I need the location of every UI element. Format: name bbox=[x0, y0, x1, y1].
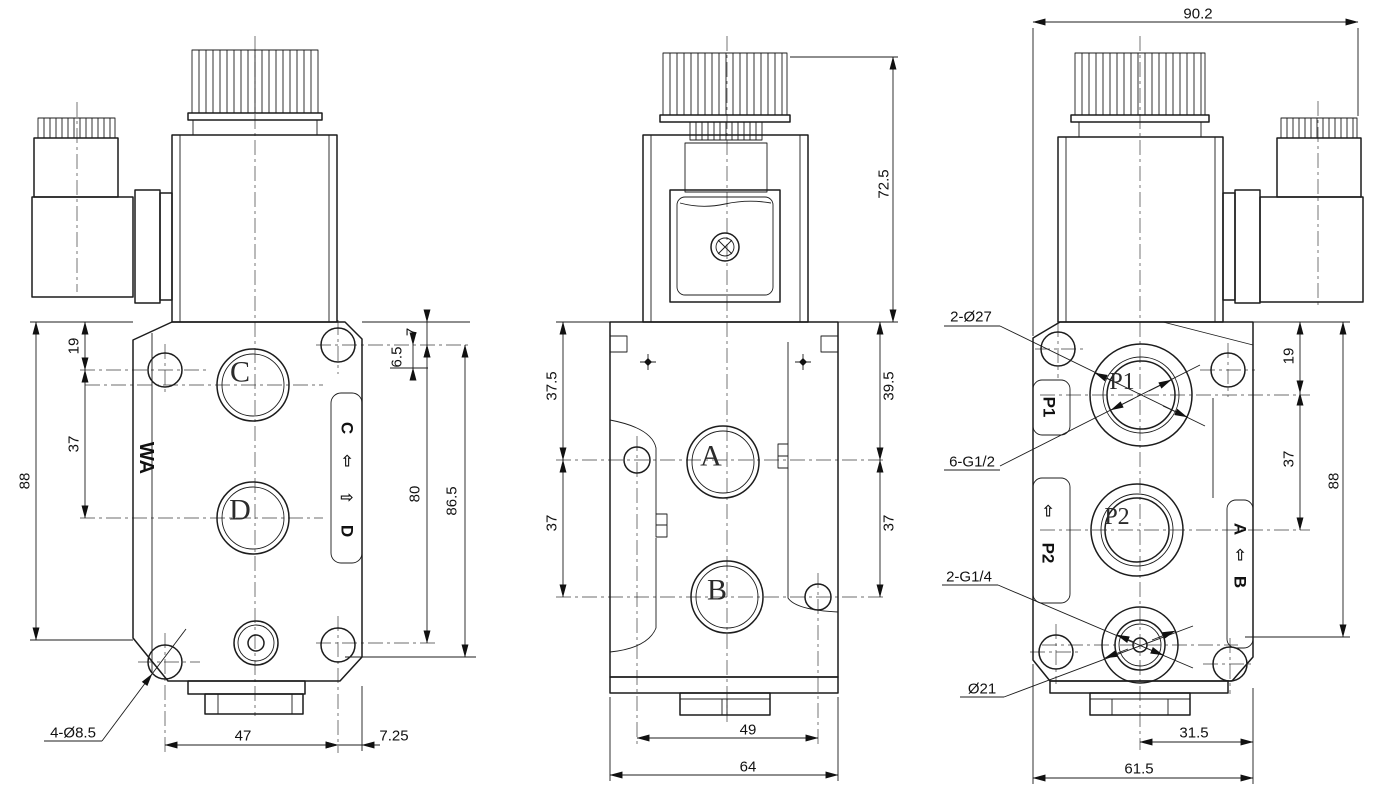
leader-counterbore: 2-Ø27 bbox=[950, 309, 992, 326]
leader-port-threads: 6-G1/2 bbox=[949, 454, 995, 471]
dim-edge-to-hole: 7 bbox=[404, 328, 421, 336]
right-body-outline bbox=[1032, 321, 1254, 682]
dim-port-pitch-left: 37 bbox=[544, 515, 561, 532]
connector-knurl-icon bbox=[37, 117, 116, 139]
side-label-p1: P1 bbox=[1040, 397, 1059, 418]
connector-plate bbox=[1234, 189, 1261, 304]
side-label-b: B bbox=[1231, 576, 1250, 588]
dim-port-pitch-right: 37 bbox=[881, 515, 898, 532]
mount-hole bbox=[147, 644, 183, 680]
up-arrow-icon: ⇧ bbox=[340, 452, 353, 471]
coil-body bbox=[642, 134, 809, 323]
mount-hole bbox=[1038, 634, 1074, 670]
connector-plate bbox=[134, 189, 161, 304]
mount-hole bbox=[804, 583, 832, 611]
slot-p2 bbox=[1032, 477, 1071, 604]
knob-knurl-icon bbox=[662, 52, 788, 116]
slot-letter-d: D bbox=[338, 525, 357, 537]
right-arrow-icon: ⇨ bbox=[340, 488, 353, 507]
dim-top-to-hole: 19 bbox=[66, 338, 83, 355]
left-flow-slot bbox=[330, 392, 363, 564]
connector-top-box bbox=[1276, 137, 1362, 198]
port-label-a: A bbox=[700, 440, 722, 473]
connector-box bbox=[31, 196, 134, 298]
lock-ring-knurl-icon bbox=[689, 121, 763, 141]
mount-hole bbox=[1212, 646, 1248, 682]
dim-hole-step: 6.5 bbox=[389, 347, 406, 368]
dim-body-width: 64 bbox=[740, 759, 757, 776]
hex-nut bbox=[204, 693, 304, 715]
dim-body-width: 61.5 bbox=[1124, 761, 1153, 778]
slot-letter-c: C bbox=[338, 422, 357, 434]
up-arrow-icon: ⇧ bbox=[1233, 546, 1246, 565]
side-label-p2: P2 bbox=[1039, 543, 1058, 564]
connector-screw-icon bbox=[710, 232, 740, 262]
dim-body-height: 88 bbox=[17, 473, 34, 490]
dim-overall-height: 86.5 bbox=[444, 486, 461, 515]
side-label-a: A bbox=[1231, 523, 1250, 535]
mount-hole bbox=[623, 446, 651, 474]
dim-body-height: 88 bbox=[1326, 473, 1343, 490]
dim-hole-to-edge: 7.25 bbox=[379, 728, 408, 745]
hex-nut bbox=[1089, 692, 1191, 716]
dim-center-to-edge: 31.5 bbox=[1179, 725, 1208, 742]
dim-overall-width: 90.2 bbox=[1183, 6, 1212, 23]
din-connector bbox=[669, 189, 781, 303]
port-a bbox=[686, 425, 760, 499]
port-p2 bbox=[1090, 483, 1184, 577]
port-label-p2: P2 bbox=[1104, 504, 1129, 530]
port-p1 bbox=[1089, 343, 1193, 447]
connector-knurl-icon bbox=[1280, 117, 1358, 139]
dim-top-to-hole: 19 bbox=[1281, 348, 1298, 365]
dim-coil-height: 72.5 bbox=[876, 169, 893, 198]
coil-body bbox=[171, 134, 338, 323]
front-centerlines bbox=[556, 36, 884, 748]
aux-port bbox=[1101, 606, 1179, 684]
front-body-outline bbox=[609, 321, 839, 678]
left-view: 88 19 37 7 6.5 80 86.5 47 7.25 4-Ø8.5 C … bbox=[17, 36, 476, 753]
port-label-c: C bbox=[230, 356, 250, 389]
mount-hole bbox=[1210, 352, 1246, 388]
slot-ab bbox=[1226, 499, 1254, 649]
port-d bbox=[216, 481, 290, 555]
mount-hole bbox=[320, 627, 356, 663]
port-label-b: B bbox=[707, 574, 727, 607]
knob-flange bbox=[659, 114, 791, 123]
hex-nut bbox=[679, 692, 771, 716]
drain-port bbox=[233, 620, 279, 666]
up-arrow-icon: ⇧ bbox=[1041, 502, 1054, 521]
slot-p1 bbox=[1032, 379, 1071, 436]
dim-holes-width: 47 bbox=[235, 728, 252, 745]
front-view: 72.5 37.5 37 39.5 37 49 64 A B bbox=[544, 36, 898, 781]
coil-body bbox=[1057, 136, 1224, 323]
dim-holes-height: 80 bbox=[407, 486, 424, 503]
connector-top-box bbox=[33, 137, 119, 198]
leader-bore: Ø21 bbox=[968, 681, 996, 698]
port-b bbox=[690, 560, 764, 634]
armature-tube bbox=[684, 142, 768, 193]
dim-holes-width: 49 bbox=[740, 722, 757, 739]
connector-box bbox=[1259, 196, 1364, 303]
mount-hole bbox=[147, 352, 183, 388]
left-centerlines bbox=[76, 36, 472, 753]
mount-hole bbox=[1040, 331, 1076, 367]
port-c bbox=[216, 348, 290, 422]
port-label-p1: P1 bbox=[1109, 369, 1134, 395]
dim-hole-to-port: 37 bbox=[1281, 451, 1298, 468]
leader-mount-holes: 4-Ø8.5 bbox=[50, 725, 96, 742]
knob-knurl-icon bbox=[191, 49, 319, 114]
leader-aux-threads: 2-G1/4 bbox=[946, 569, 992, 586]
dim-top-to-port-right: 39.5 bbox=[881, 371, 898, 400]
side-label-wa: WA bbox=[135, 442, 157, 474]
dim-hole-to-port: 37 bbox=[66, 436, 83, 453]
right-view: 90.2 19 37 88 31.5 61.5 2-Ø27 6-G1/2 2-G… bbox=[942, 6, 1364, 784]
dim-top-to-port-left: 37.5 bbox=[544, 371, 561, 400]
port-label-d: D bbox=[229, 494, 251, 527]
mount-hole bbox=[320, 327, 356, 363]
right-centerlines bbox=[1030, 36, 1319, 750]
